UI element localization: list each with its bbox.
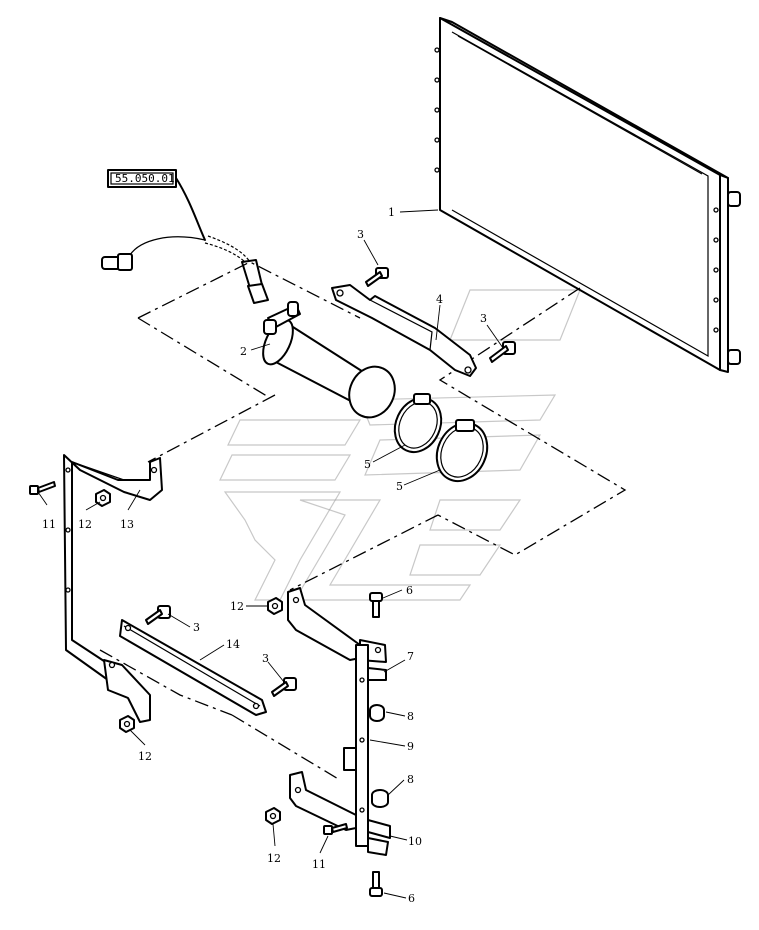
reference-code: 55.050.01 — [115, 172, 175, 185]
callout-nut-left: 12 — [78, 518, 92, 531]
callout-bolt-d: 3 — [262, 652, 269, 665]
callout-lower-bracket: 10 — [408, 835, 422, 848]
dashed-group-outlines — [99, 261, 627, 781]
nut-lower-left — [119, 715, 135, 733]
receiver-drier — [262, 301, 396, 419]
nut-upper-8 — [369, 704, 385, 722]
screw-bottom — [323, 823, 348, 835]
callout-clamp-b: 5 — [396, 480, 403, 493]
nut-bottom — [265, 807, 281, 825]
callout-bolt-a: 3 — [357, 228, 364, 241]
bolt-right — [489, 341, 516, 363]
callout-nut-upper: 8 — [407, 710, 414, 723]
bolt-flat-bar-right — [271, 677, 297, 697]
watermark-logo — [219, 289, 581, 601]
flat-bar — [119, 619, 267, 716]
radiator — [434, 17, 741, 373]
callout-radiator: 1 — [388, 206, 395, 219]
callout-nut-bottom: 12 — [267, 852, 281, 865]
callout-support-plate: 4 — [436, 293, 443, 306]
callout-bolt-bottom: 6 — [408, 892, 415, 905]
radiator-pipe-upper — [727, 191, 741, 207]
callout-screw-left: 11 — [42, 518, 56, 531]
wire-harness — [101, 177, 269, 304]
left-frame — [63, 454, 163, 723]
hose-clamp-a — [393, 393, 443, 454]
bolt-top-center — [365, 267, 389, 287]
callout-vertical-support: 9 — [407, 740, 414, 753]
callout-flat-bar: 14 — [226, 638, 240, 651]
nut-lower-8 — [371, 789, 389, 808]
callout-nut-lower: 8 — [407, 773, 414, 786]
callout-labels: 1 2 3 4 3 5 5 6 7 8 9 8 10 6 11 12 13 12… — [42, 206, 487, 905]
lower-bracket — [289, 771, 391, 856]
callout-receiver-drier: 2 — [240, 345, 247, 358]
hose-clamp-b — [435, 419, 489, 483]
bolt-flat-bar-left — [145, 605, 171, 625]
callout-nut-lower-left: 12 — [138, 750, 152, 763]
support-plate — [331, 284, 477, 377]
radiator-side-tank-holes — [434, 47, 719, 333]
callout-upper-bracket: 7 — [407, 650, 414, 663]
callout-nut-mid: 12 — [230, 600, 244, 613]
callout-left-frame: 13 — [120, 518, 134, 531]
callout-clamp-a: 5 — [364, 458, 371, 471]
nut-mid — [267, 597, 283, 615]
callout-screw-bottom: 11 — [312, 858, 326, 871]
screw-left — [29, 481, 56, 495]
callout-bolt-b: 3 — [480, 312, 487, 325]
reference-box[interactable]: 55.050.01 — [107, 169, 177, 188]
bolt-top-6 — [369, 592, 383, 618]
leader-lines — [37, 209, 504, 899]
radiator-pipe-lower — [727, 349, 741, 365]
callout-bolt-c: 3 — [193, 621, 200, 634]
callout-bolt-top: 6 — [406, 584, 413, 597]
bolt-bottom-6 — [369, 871, 383, 897]
